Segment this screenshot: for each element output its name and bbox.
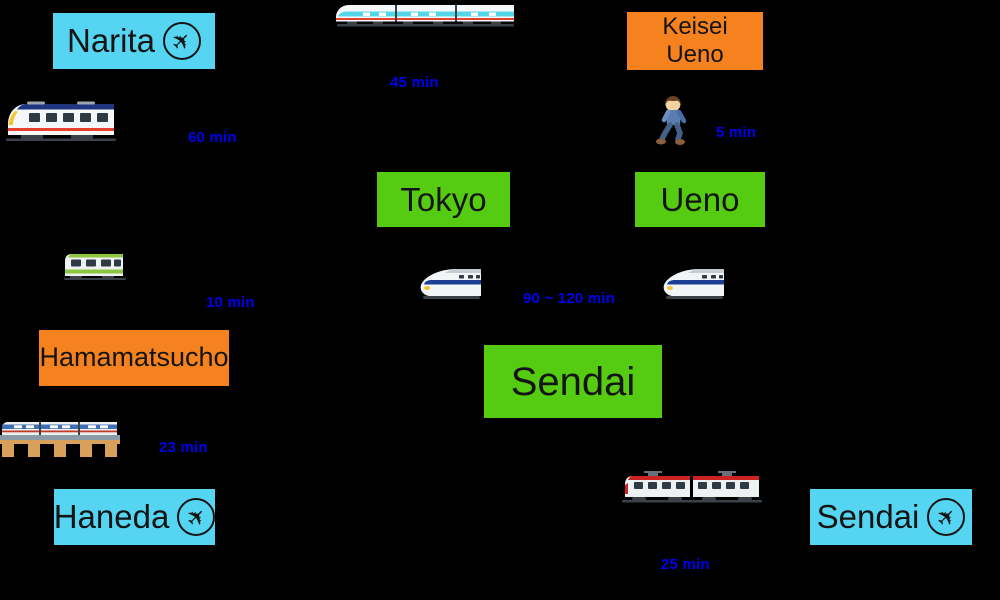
airplane-icon: ✈ (177, 498, 216, 536)
airplane-icon: ✈ (163, 22, 202, 60)
yamanote-line-train-icon (64, 254, 126, 280)
station-box-hamamatsucho: Hamamatsucho (37, 328, 231, 388)
travel-time-skyliner: 45 min (390, 74, 439, 91)
sendai-airport-access-train-icon (622, 471, 762, 503)
station-label: Haneda (53, 498, 170, 536)
station-label: Sendai (510, 359, 636, 404)
station-label: Hamamatsucho (39, 342, 229, 373)
station-box-tokyo: Tokyo (375, 170, 512, 229)
station-label: Sendai (816, 498, 920, 536)
station-box-keisei-ueno: Keisei Ueno (625, 10, 765, 72)
station-label: Keisei Ueno (662, 13, 728, 68)
station-label: Narita (66, 22, 156, 60)
station-box-sendai: Sendai (482, 343, 664, 420)
travel-time-narita-express: 60 min (188, 129, 237, 146)
station-box-ueno: Ueno (633, 170, 767, 229)
monorail-icon (0, 422, 120, 457)
station-label: Ueno (660, 180, 740, 218)
station-box-sendai-airport: Sendai ✈ (808, 487, 974, 547)
shinkansen-icon (420, 269, 481, 299)
shinkansen-icon (663, 269, 724, 299)
skyliner-train-icon (336, 5, 514, 27)
travel-time-yamanote: 10 min (206, 294, 255, 311)
station-box-narita-airport: Narita ✈ (51, 11, 217, 71)
travel-time-monorail: 23 min (159, 439, 208, 456)
travel-time-walk: 5 min (716, 124, 757, 141)
airplane-icon: ✈ (927, 498, 966, 536)
narita-express-train-icon (6, 101, 116, 141)
travel-time-sendai-access: 25 min (661, 556, 710, 573)
station-label: Tokyo (400, 180, 487, 218)
walking-person-icon (656, 96, 687, 145)
station-box-haneda-airport: Haneda ✈ (52, 487, 217, 547)
travel-time-shinkansen: 90 ~ 120 min (523, 290, 616, 307)
